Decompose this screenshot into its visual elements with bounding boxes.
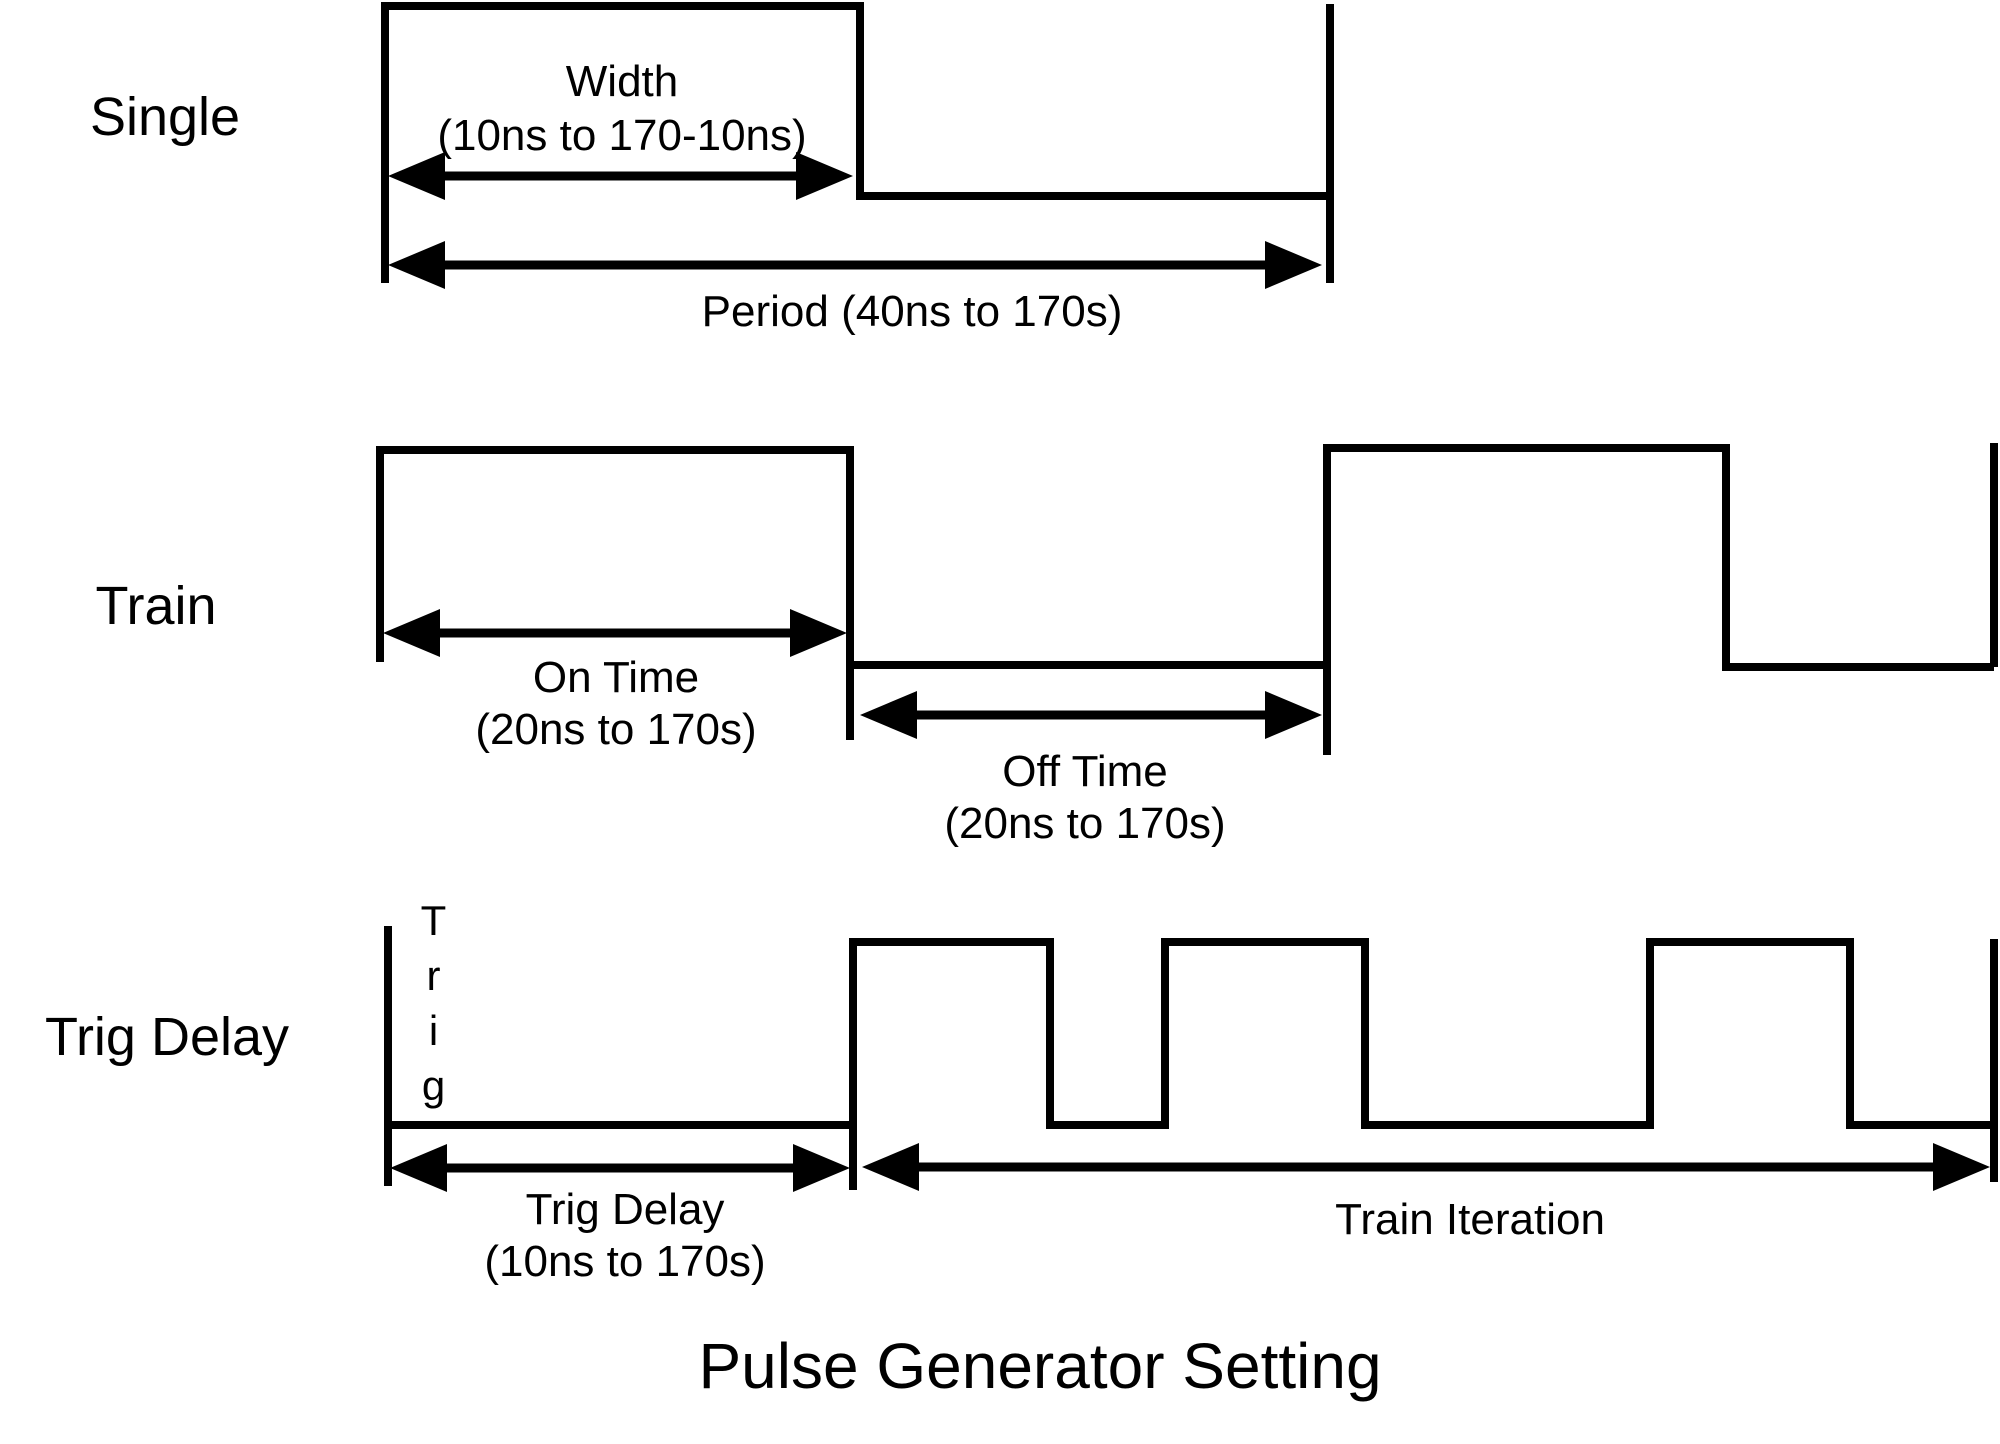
trig-marker-label: Trig (410, 897, 457, 1117)
trig-delay-row-label: Trig Delay (44, 1007, 290, 1067)
arrow-head-left (388, 241, 445, 289)
trig-pulse-train (849, 938, 1998, 1190)
off-time-range-label: (20ns to 170s) (944, 799, 1226, 848)
width-range-label: (10ns to 170-10ns) (437, 111, 807, 160)
width-label: Width (565, 57, 679, 106)
arrow-head-right (1933, 1143, 1990, 1191)
arrow-head-left (388, 152, 445, 200)
arrow-head-right (796, 152, 853, 200)
arrow-head-left (862, 1143, 919, 1191)
train-iteration-arrow (862, 1143, 1990, 1191)
arrow-head-left (390, 1144, 447, 1192)
on-time-label: On Time (532, 653, 700, 702)
arrow-head-right (1265, 691, 1322, 739)
train-row-label: Train (95, 576, 217, 636)
trig-delay-arrow (390, 1144, 850, 1192)
period-label: Period (40ns to 170s) (701, 287, 1123, 336)
arrow-head-left (383, 609, 440, 657)
arrow-head-right (793, 1144, 850, 1192)
on-time-arrow (383, 609, 847, 657)
trig-delay-waveform (384, 926, 1998, 1190)
diagram-title: Pulse Generator Setting (698, 1330, 1382, 1402)
on-time-range-label: (20ns to 170s) (475, 705, 757, 754)
arrow-head-right (1265, 241, 1322, 289)
arrow-head-left (860, 691, 917, 739)
single-row-label: Single (89, 87, 241, 147)
train-iteration-label: Train Iteration (1335, 1195, 1605, 1244)
single-waveform (381, 2, 1334, 283)
period-arrow (388, 241, 1322, 289)
trig-delay-label: Trig Delay (525, 1185, 725, 1234)
arrow-head-right (790, 609, 847, 657)
single-pulse (381, 2, 1334, 283)
train-waveform (376, 443, 1998, 755)
off-time-label: Off Time (1002, 747, 1168, 796)
trig-delay-range-label: (10ns to 170s) (484, 1237, 766, 1286)
train-pulse-2 (1323, 443, 1998, 755)
off-time-arrow (860, 691, 1322, 739)
width-arrow (388, 152, 853, 200)
train-pulse-1 (376, 446, 1327, 740)
